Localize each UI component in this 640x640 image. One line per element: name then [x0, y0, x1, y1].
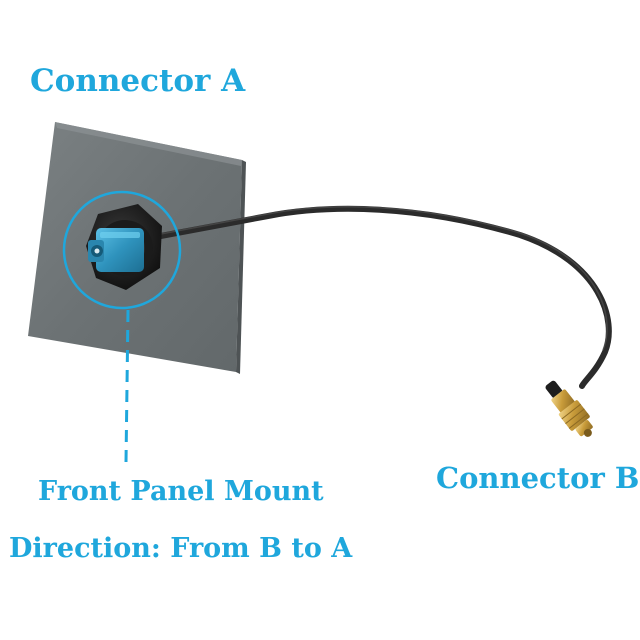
connector-a-label: Connector A: [30, 63, 246, 99]
connector-a-fakra: [86, 204, 162, 290]
connector-b-sma: [545, 380, 593, 437]
connector-b-label: Connector B: [436, 461, 640, 495]
front-panel-mount-label: Front Panel Mount: [38, 476, 324, 507]
direction-label: Direction: From B to A: [9, 533, 353, 564]
coaxial-cable: [147, 205, 612, 389]
highlight-ring: [62, 190, 182, 310]
dashed-pointer-line: [124, 309, 130, 463]
